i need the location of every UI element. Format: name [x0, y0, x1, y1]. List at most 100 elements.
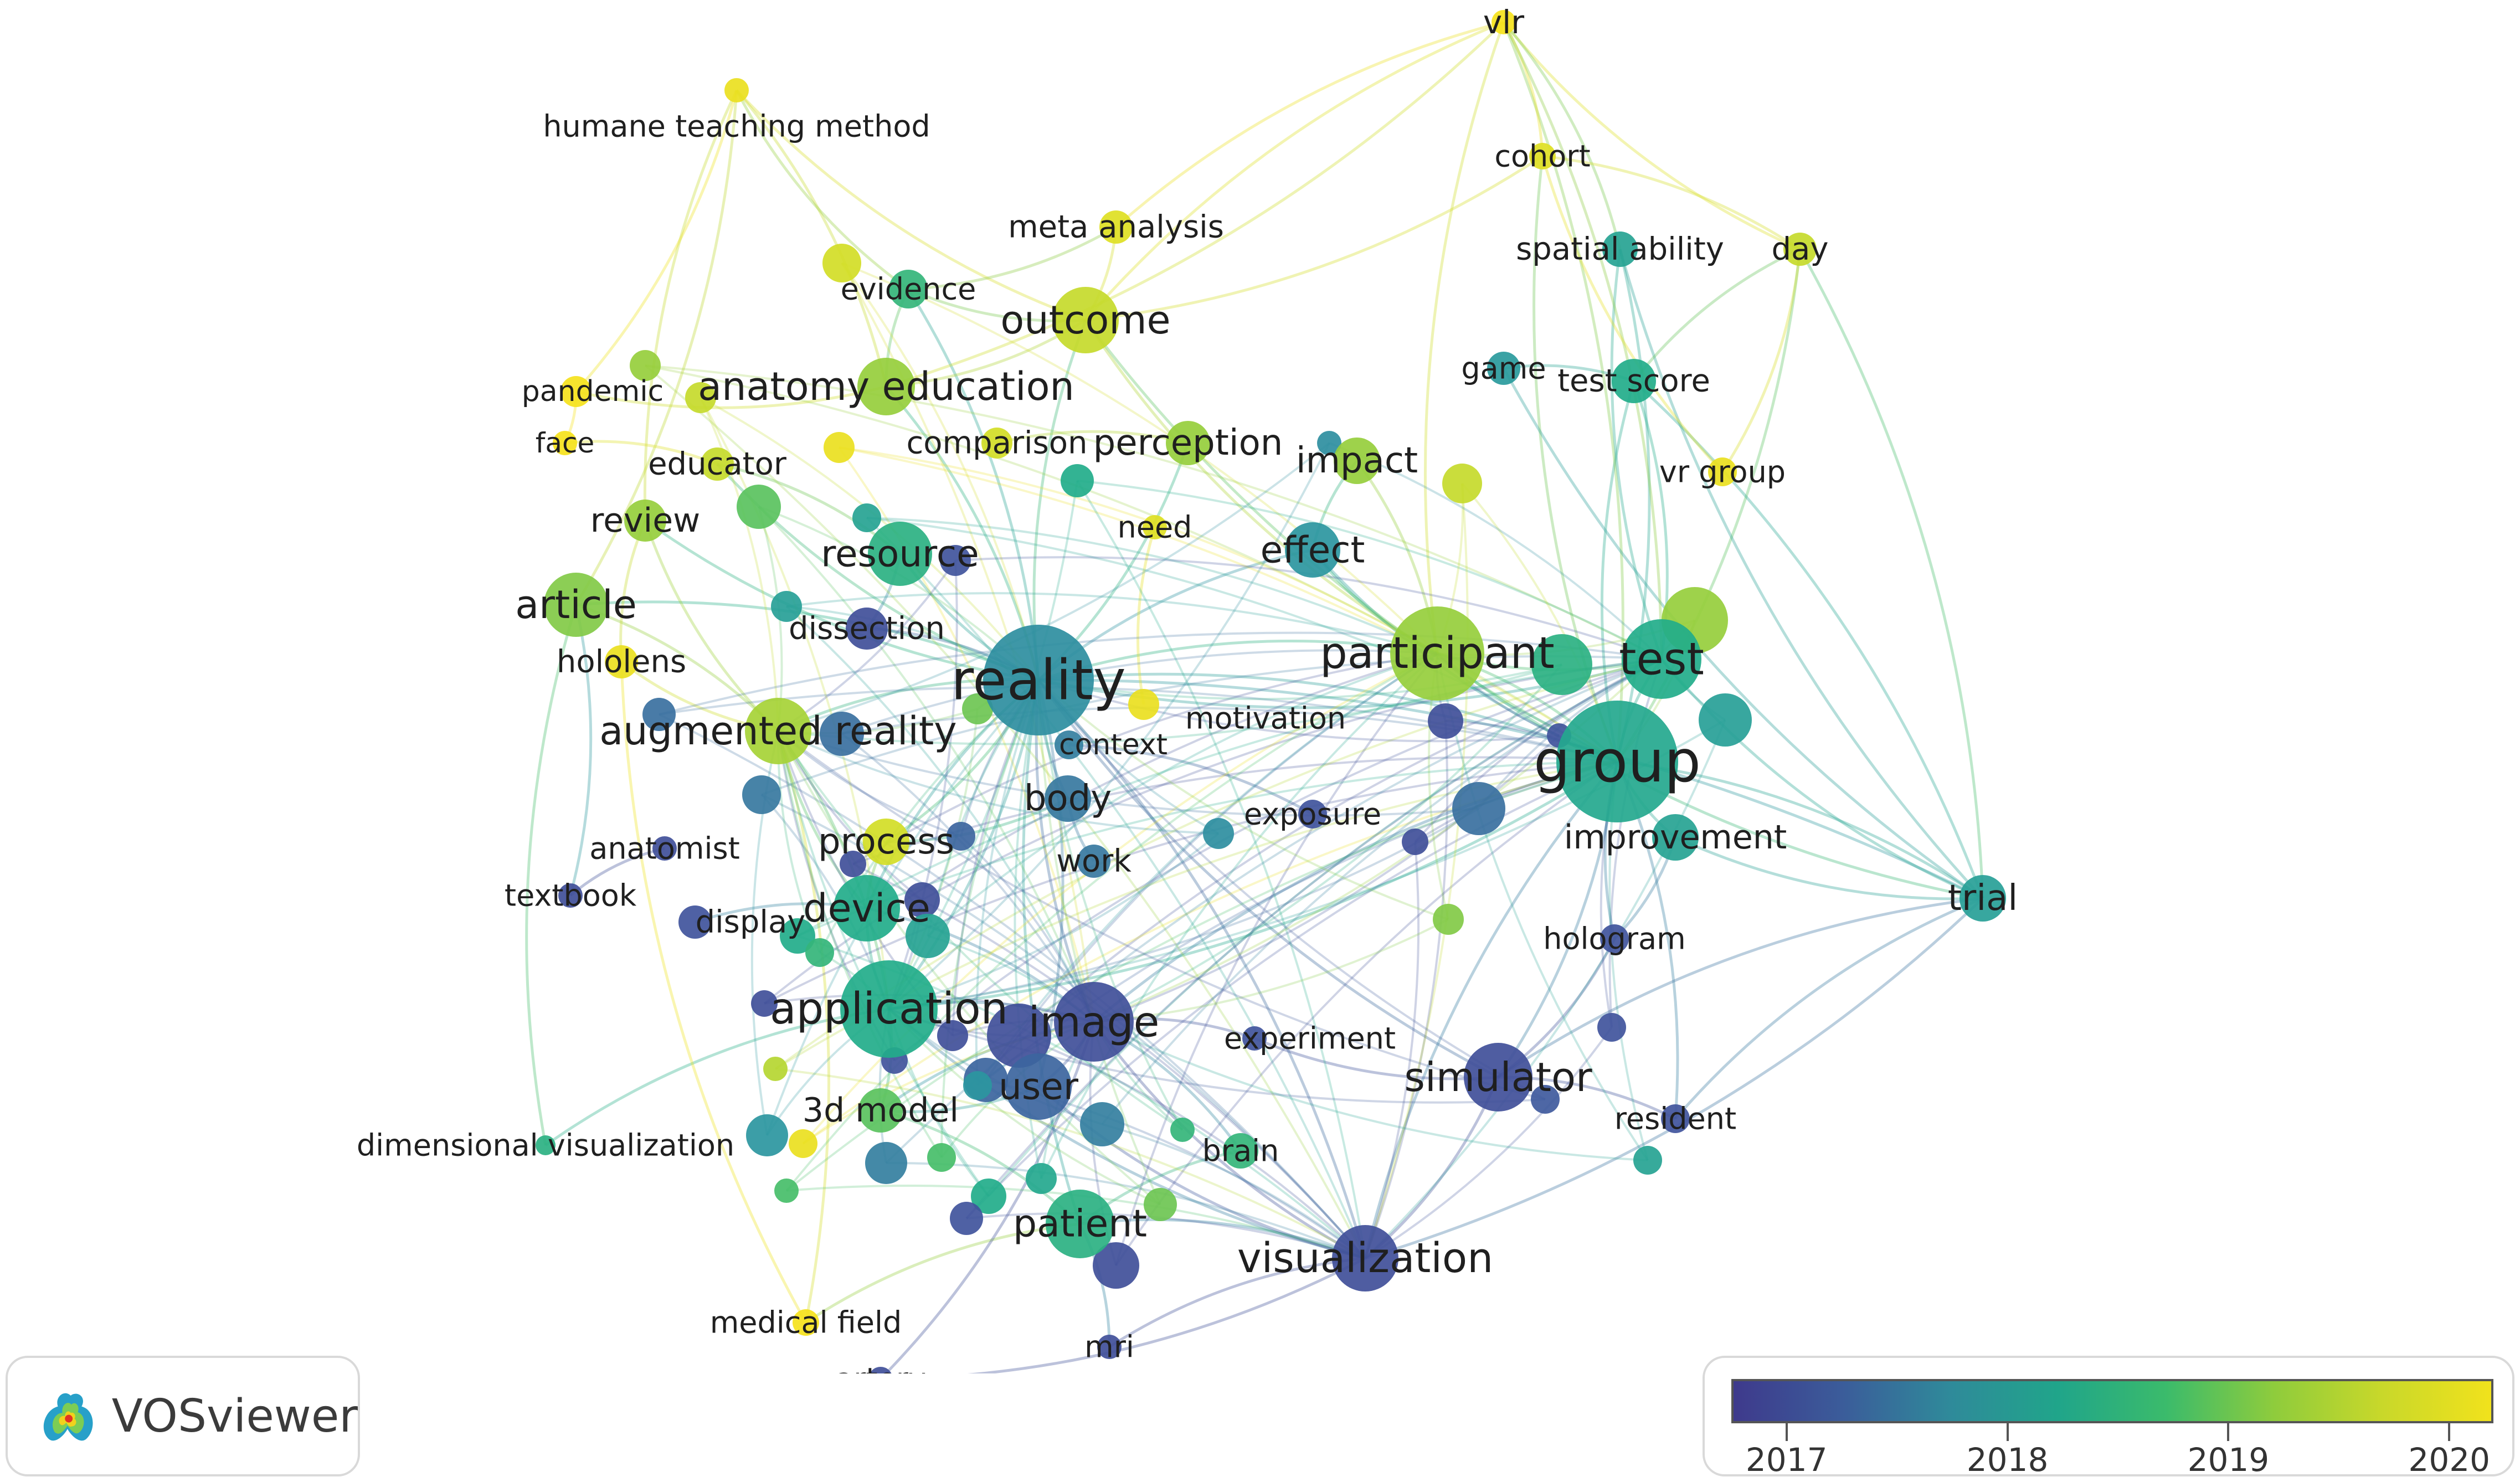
node-unlabeled[interactable] [789, 1129, 817, 1158]
node-unlabeled[interactable] [630, 350, 661, 381]
node-body[interactable] [1045, 775, 1091, 822]
node-unlabeled[interactable] [1061, 464, 1094, 497]
node-resident[interactable] [1661, 1104, 1690, 1133]
node-image[interactable] [1054, 982, 1134, 1062]
node-comparison[interactable] [981, 428, 1012, 459]
node-unlabeled[interactable] [962, 693, 993, 724]
node-anatomist[interactable] [652, 836, 677, 861]
node-unlabeled[interactable] [852, 503, 881, 532]
node-face[interactable] [553, 431, 577, 455]
node-unlabeled[interactable] [685, 382, 716, 413]
node-unlabeled[interactable] [737, 485, 781, 529]
node-unlabeled[interactable] [1452, 782, 1505, 835]
node-unlabeled[interactable] [780, 918, 815, 954]
node-unlabeled[interactable] [987, 1004, 1051, 1068]
node-improvement[interactable] [1652, 814, 1699, 861]
node-outcome[interactable] [1052, 287, 1119, 353]
node-unlabeled[interactable] [805, 938, 834, 967]
node-hololens[interactable] [605, 645, 638, 678]
node-device[interactable] [834, 875, 900, 941]
node-evidence[interactable] [889, 270, 928, 308]
node-unlabeled[interactable] [947, 822, 975, 851]
node-need[interactable] [1143, 515, 1167, 539]
node-unlabeled[interactable] [1203, 818, 1234, 849]
node-unlabeled[interactable] [971, 1179, 1006, 1214]
node-unlabeled[interactable] [840, 851, 866, 877]
node-simulator[interactable] [1464, 1043, 1532, 1112]
node-reality[interactable] [983, 625, 1094, 735]
node-work[interactable] [1077, 845, 1110, 878]
node-unlabeled[interactable] [1531, 634, 1592, 695]
node-humane-teaching-method[interactable] [724, 78, 749, 102]
node-unlabeled[interactable] [763, 1057, 788, 1081]
node-unlabeled[interactable] [1144, 1188, 1177, 1221]
node-cohort[interactable] [1529, 143, 1556, 169]
node-perception[interactable] [1166, 421, 1210, 465]
node-unlabeled[interactable] [1026, 1163, 1057, 1194]
node-educator[interactable] [701, 447, 734, 481]
node-effect[interactable] [1285, 522, 1340, 578]
node-3d-model[interactable] [858, 1088, 903, 1133]
node-unlabeled[interactable] [950, 1202, 983, 1235]
node-exposure[interactable] [1298, 800, 1327, 829]
node-process[interactable] [863, 819, 909, 865]
node-unlabeled[interactable] [906, 914, 950, 958]
node-medical-field[interactable] [793, 1309, 819, 1336]
node-participant[interactable] [1390, 606, 1484, 701]
node-unlabeled[interactable] [774, 1179, 799, 1203]
node-unlabeled[interactable] [1531, 1085, 1560, 1114]
node-visualization[interactable] [1332, 1225, 1398, 1291]
node-impact[interactable] [1334, 438, 1380, 484]
node-game[interactable] [1487, 352, 1520, 385]
node-article[interactable] [544, 573, 608, 637]
node-unlabeled[interactable] [1093, 1242, 1139, 1289]
node-vlr[interactable] [1492, 10, 1516, 34]
node-unlabeled[interactable] [822, 244, 861, 282]
node-user[interactable] [1005, 1053, 1072, 1120]
node-unlabeled[interactable] [1633, 1146, 1662, 1175]
node-unlabeled[interactable] [1428, 703, 1463, 739]
node-unlabeled[interactable] [927, 1143, 956, 1172]
node-unlabeled[interactable] [642, 698, 676, 731]
node-unlabeled[interactable] [824, 432, 855, 463]
node-vr-group[interactable] [1708, 457, 1737, 486]
node-unlabeled[interactable] [1170, 1118, 1195, 1142]
node-textbook[interactable] [558, 883, 583, 908]
node-unlabeled[interactable] [1442, 464, 1482, 503]
node-hologram[interactable] [1600, 924, 1629, 953]
node-unlabeled[interactable] [746, 1114, 788, 1156]
node-spatial-ability[interactable] [1602, 231, 1638, 267]
node-display[interactable] [678, 905, 712, 939]
node-pandemic[interactable] [560, 376, 592, 407]
node-unlabeled[interactable] [1080, 1102, 1124, 1146]
node-artery[interactable] [868, 1367, 893, 1373]
node-unlabeled[interactable] [771, 591, 802, 622]
node-unlabeled[interactable] [1699, 693, 1752, 747]
node-brain[interactable] [1223, 1133, 1258, 1169]
node-unlabeled[interactable] [820, 712, 864, 756]
node-trial[interactable] [1960, 875, 2006, 922]
node-experiment[interactable] [1242, 1026, 1267, 1051]
node-resource[interactable] [868, 522, 932, 586]
node-unlabeled[interactable] [865, 1142, 907, 1184]
node-dimensional-visualization[interactable] [536, 1135, 556, 1155]
node-meta-analysis[interactable] [1099, 210, 1133, 244]
node-augmented-reality[interactable] [745, 698, 811, 764]
node-test-score[interactable] [1612, 359, 1656, 403]
node-mri[interactable] [1097, 1335, 1122, 1359]
node-unlabeled[interactable] [751, 990, 778, 1017]
node-unlabeled[interactable] [1317, 431, 1341, 455]
node-unlabeled[interactable] [1597, 1013, 1626, 1042]
node-unlabeled[interactable] [940, 545, 971, 576]
node-dissection[interactable] [846, 608, 888, 650]
node-group[interactable] [1556, 701, 1678, 822]
node-day[interactable] [1783, 233, 1817, 266]
node-motivation[interactable] [1128, 689, 1159, 720]
node-application[interactable] [840, 960, 938, 1058]
node-unlabeled[interactable] [963, 1071, 992, 1100]
node-unlabeled[interactable] [937, 1020, 968, 1051]
node-review[interactable] [624, 500, 666, 542]
node-unlabeled[interactable] [1433, 904, 1464, 935]
node-anatomy-education[interactable] [857, 358, 915, 415]
node-context[interactable] [1055, 730, 1083, 759]
